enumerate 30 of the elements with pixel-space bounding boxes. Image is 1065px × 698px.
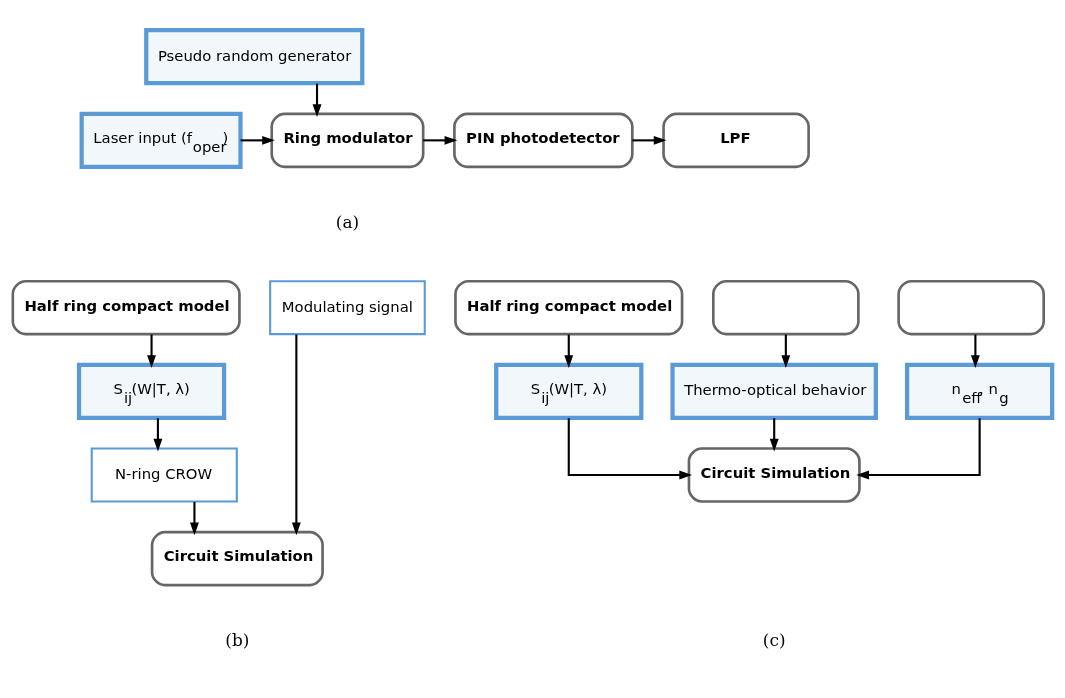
arrow: [189, 501, 199, 535]
arrow: [970, 334, 980, 368]
arrow: [312, 83, 322, 117]
arrow: [240, 135, 275, 145]
node-box: Modulating signal: [269, 279, 426, 335]
arrow: [856, 417, 981, 479]
node-box: PIN photodetector: [453, 112, 634, 168]
arrow: [781, 334, 791, 368]
node-box: Circuit Simulation: [687, 446, 861, 503]
arrow: [291, 334, 301, 535]
arrow: [564, 334, 574, 368]
arrow: [423, 135, 458, 145]
label: (a): [335, 211, 360, 232]
arrow: [769, 417, 779, 452]
label: (c): [762, 629, 786, 650]
node-box: N-ring CROW: [90, 446, 238, 502]
node-box: Half ring compact model: [11, 279, 241, 335]
node-box: LPF: [662, 112, 810, 168]
arrow: [567, 417, 693, 479]
node-box: Pseudo random generator: [144, 27, 365, 85]
node-box: Circuit Simulation: [150, 530, 324, 586]
arrow: [147, 334, 156, 368]
node-box: Half ring compact model: [454, 279, 684, 335]
node-box: [712, 279, 860, 335]
node-box: Ring modulator: [270, 112, 425, 168]
node-box: Thermo-optical behavior: [670, 362, 878, 420]
node-box: [897, 279, 1045, 335]
label: (b): [225, 629, 250, 650]
arrow: [632, 135, 667, 145]
arrow: [153, 417, 163, 452]
